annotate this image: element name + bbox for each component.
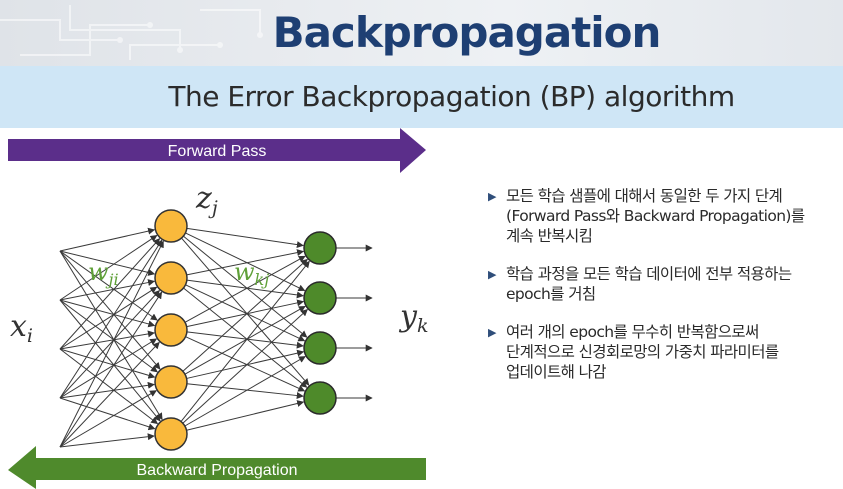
bullet-triangle-icon: ▶ bbox=[488, 268, 496, 281]
header-banner: Backpropagation bbox=[0, 0, 843, 66]
connection-edge bbox=[59, 381, 155, 399]
connection-edge bbox=[59, 291, 163, 448]
forward-pass-label: Forward Pass bbox=[168, 143, 267, 160]
connection-edge bbox=[184, 255, 306, 323]
page-subtitle: The Error Backpropagation (BP) algorithm bbox=[168, 80, 735, 113]
connection-edge bbox=[184, 305, 306, 375]
bullet-text-line: 업데이트해 나감 bbox=[506, 363, 607, 381]
hidden-node bbox=[154, 417, 188, 451]
bullet-text-line: 단계적으로 신경회로망의 가중치 파라미터를 bbox=[506, 343, 779, 361]
connection-edge bbox=[59, 279, 156, 301]
connection-edge bbox=[182, 308, 308, 424]
bullet-text-line: 여러 개의 epoch를 무수히 반복함으로써 bbox=[506, 323, 759, 341]
connection-edge bbox=[59, 289, 160, 399]
connection-edge bbox=[59, 338, 158, 399]
connection-edge bbox=[186, 249, 305, 276]
connection-edge bbox=[59, 238, 161, 350]
output-node bbox=[303, 331, 337, 365]
connection-edge bbox=[186, 383, 304, 399]
weight-label-input-hidden: wji bbox=[88, 258, 119, 289]
bullet-item: ▶ 모든 학습 샘플에 대해서 동일한 두 가지 단계 (Forward Pass와… bbox=[486, 186, 836, 246]
connection-edge bbox=[59, 299, 156, 328]
output-node bbox=[303, 231, 337, 265]
hidden-node bbox=[154, 313, 188, 347]
output-node bbox=[303, 281, 337, 315]
bullet-triangle-icon: ▶ bbox=[488, 326, 496, 339]
weight-label-hidden-output: wkj bbox=[234, 258, 269, 289]
input-hidden-connections bbox=[59, 227, 164, 448]
hidden-layer bbox=[154, 209, 188, 451]
hidden-layer-label: zj bbox=[195, 181, 218, 219]
connection-edge bbox=[59, 240, 164, 448]
explanation-bullet-list: ▶ 모든 학습 샘플에 대해서 동일한 두 가지 단계 (Forward Pass와… bbox=[486, 186, 836, 400]
bullet-text-line: (Forward Pass와 Backward Propagation)를 bbox=[506, 207, 805, 225]
bullet-text-line: epoch를 거침 bbox=[506, 285, 596, 303]
connection-edge bbox=[59, 239, 163, 399]
connection-edge bbox=[185, 232, 306, 292]
hidden-node bbox=[154, 209, 188, 243]
bullet-text-line: 모든 학습 샘플에 대해서 동일한 두 가지 단계 bbox=[506, 187, 783, 205]
bullet-text-line: 학습 과정을 모든 학습 데이터에 전부 적용하는 bbox=[506, 265, 792, 283]
bullet-item: ▶ 학습 과정을 모든 학습 데이터에 전부 적용하는 epoch를 거침 bbox=[486, 264, 836, 304]
connection-edge bbox=[59, 286, 158, 350]
output-layer-label: yk bbox=[398, 299, 428, 337]
connection-edge bbox=[59, 299, 161, 422]
connection-edge bbox=[59, 250, 156, 276]
connection-edge bbox=[184, 356, 306, 427]
connection-edge bbox=[59, 348, 156, 379]
connection-edge bbox=[186, 400, 305, 431]
circuit-pattern-decoration bbox=[0, 5, 263, 60]
connection-edge bbox=[59, 341, 160, 448]
connection-edge bbox=[182, 258, 308, 372]
connection-edge bbox=[185, 284, 306, 342]
connection-edge bbox=[180, 260, 310, 422]
connection-edge bbox=[59, 250, 163, 421]
connection-edge bbox=[186, 331, 304, 349]
connection-edge bbox=[59, 250, 158, 321]
bullet-triangle-icon: ▶ bbox=[488, 190, 496, 203]
hidden-output-connections bbox=[180, 227, 310, 431]
connection-edge bbox=[181, 237, 310, 386]
connection-edge bbox=[186, 349, 305, 379]
backward-propagation-label: Backward Propagation bbox=[137, 462, 298, 479]
neural-network-diagram: Forward Pass zj xi yk wji wkj Backward P… bbox=[8, 128, 428, 489]
connection-edge bbox=[59, 348, 159, 425]
output-arrows bbox=[336, 244, 373, 402]
connection-edge bbox=[183, 235, 308, 338]
connection-edge bbox=[59, 235, 158, 301]
connection-edge bbox=[59, 330, 155, 350]
page-title: Backpropagation bbox=[272, 8, 662, 57]
connection-edge bbox=[59, 250, 161, 370]
subtitle-band: The Error Backpropagation (BP) algorithm bbox=[0, 66, 843, 128]
connection-edge bbox=[59, 433, 155, 448]
connection-edge bbox=[59, 227, 156, 252]
connection-edge bbox=[186, 299, 305, 328]
output-layer bbox=[303, 231, 337, 415]
connection-edge bbox=[186, 227, 304, 249]
connection-edge bbox=[185, 336, 306, 392]
hidden-node bbox=[154, 261, 188, 295]
connection-edge bbox=[183, 287, 308, 388]
output-node bbox=[303, 381, 337, 415]
forward-pass-arrow bbox=[8, 128, 426, 173]
connection-edge bbox=[59, 299, 158, 373]
connection-edge bbox=[59, 397, 156, 431]
hidden-node bbox=[154, 365, 188, 399]
bullet-text-line: 계속 반복시킴 bbox=[506, 227, 593, 245]
backward-propagation-arrow bbox=[8, 446, 426, 489]
connection-edge bbox=[59, 390, 157, 448]
input-layer-label: xi bbox=[10, 309, 33, 347]
